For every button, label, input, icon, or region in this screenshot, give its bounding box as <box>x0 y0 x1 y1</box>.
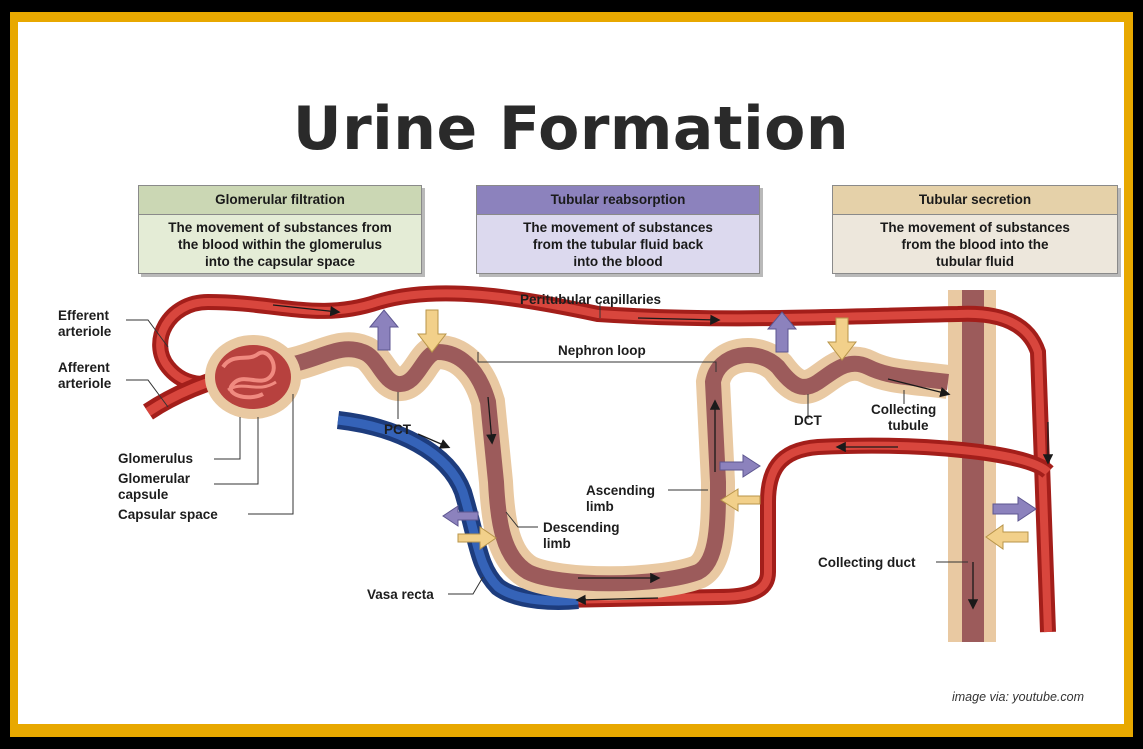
label-efferent-arteriole-line2: arteriole <box>58 324 112 339</box>
label-afferent-arteriole-line2: arteriole <box>58 376 112 391</box>
slide: Urine Formation Glomerular filtration Th… <box>18 22 1124 724</box>
label-glomerular-capsule-line1: Glomerular <box>118 471 191 486</box>
label-collecting-tubule-line2: tubule <box>888 418 929 433</box>
label-vasa-recta: Vasa recta <box>367 587 434 602</box>
label-collecting-tubule-line1: Collecting <box>871 402 936 417</box>
label-collecting-duct: Collecting duct <box>818 555 916 570</box>
label-efferent-arteriole-line1: Efferent <box>58 308 110 323</box>
label-glomerulus: Glomerulus <box>118 451 193 466</box>
collecting-duct <box>948 290 996 642</box>
glomerulus <box>205 335 301 419</box>
label-capsular-space: Capsular space <box>118 507 218 522</box>
label-ascending-limb-line1: Ascending <box>586 483 655 498</box>
nephron-diagram: Efferent arteriole Afferent arteriole Pe… <box>18 22 1124 724</box>
label-ascending-limb-line2: limb <box>586 499 614 514</box>
label-afferent-arteriole-line1: Afferent <box>58 360 110 375</box>
label-descending-limb-line1: Descending <box>543 520 620 535</box>
label-peritubular-capillaries: Peritubular capillaries <box>520 292 661 307</box>
label-dct: DCT <box>794 413 822 428</box>
renal-tubule <box>278 349 948 583</box>
image-credit: image via: youtube.com <box>952 690 1084 704</box>
label-nephron-loop: Nephron loop <box>558 343 646 358</box>
label-glomerular-capsule-line2: capsule <box>118 487 169 502</box>
label-descending-limb-line2: limb <box>543 536 571 551</box>
label-pct: PCT <box>384 422 412 437</box>
